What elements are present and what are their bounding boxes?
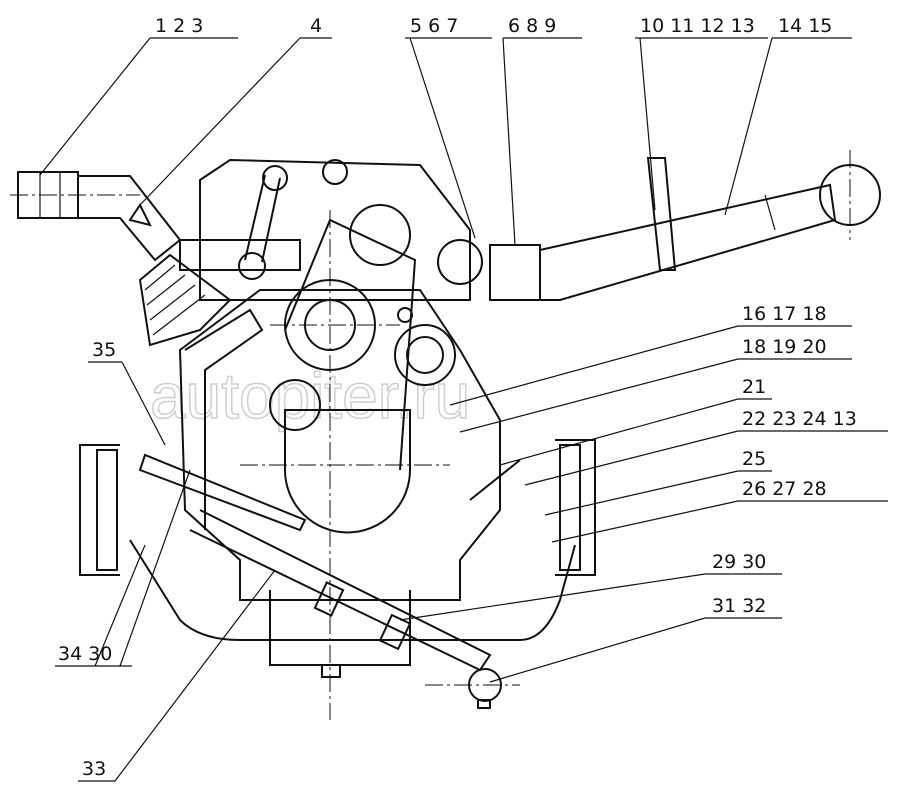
callout-14-15: 14 15	[724, 15, 852, 216]
callout-label: 18 19 20	[742, 336, 827, 358]
callout-label: 35	[92, 339, 116, 361]
mounting-frame	[79, 439, 596, 641]
callout-4: 4	[139, 15, 332, 206]
callout-label: 33	[82, 758, 106, 780]
callout-label: 14 15	[778, 15, 832, 37]
callout-21: 21	[499, 376, 772, 466]
callout-label: 21	[742, 376, 766, 398]
callout-label: 6 8 9	[508, 15, 556, 37]
callout-label: 29 30	[712, 551, 766, 573]
callout-22-23-24-13: 22 23 24 13	[524, 408, 888, 486]
exhaust-pipe	[489, 157, 881, 301]
callout-26-27-28: 26 27 28	[551, 478, 888, 543]
engine-block	[178, 218, 501, 678]
callout-label: 25	[742, 448, 766, 470]
callout-label: 1 2 3	[155, 15, 203, 37]
callout-label: 16 17 18	[742, 303, 827, 325]
callout-5-6-7: 5 6 7	[405, 15, 492, 239]
callout-label: 10 11 12 13	[640, 15, 755, 37]
callout-18-19-20: 18 19 20	[459, 336, 852, 433]
callout-33: 33	[78, 569, 276, 782]
cooling-fins	[138, 253, 232, 347]
callout-34-30: 34 30	[55, 469, 191, 667]
callout-1-2-3: 1 2 3	[39, 15, 238, 176]
callout-label: 26 27 28	[742, 478, 827, 500]
callout-29-30: 29 30	[399, 551, 782, 621]
callout-25: 25	[544, 448, 772, 516]
callout-10-13: 10 11 12 13	[635, 15, 768, 211]
callout-label: 4	[310, 15, 322, 37]
callout-16-17-18: 16 17 18	[449, 303, 852, 406]
callout-label: 22 23 24 13	[742, 408, 857, 430]
callout-35: 35	[88, 339, 166, 446]
callout-label: 34 30	[58, 643, 112, 665]
engine-head	[179, 158, 483, 301]
callout-label: 31 32	[712, 595, 766, 617]
intake-pipe	[17, 171, 182, 262]
callout-31-32: 31 32	[489, 595, 782, 683]
callout-label: 5 6 7	[410, 15, 458, 37]
callout-6-8-9: 6 8 9	[502, 15, 582, 246]
watermark: autopiter.ru	[150, 360, 470, 432]
